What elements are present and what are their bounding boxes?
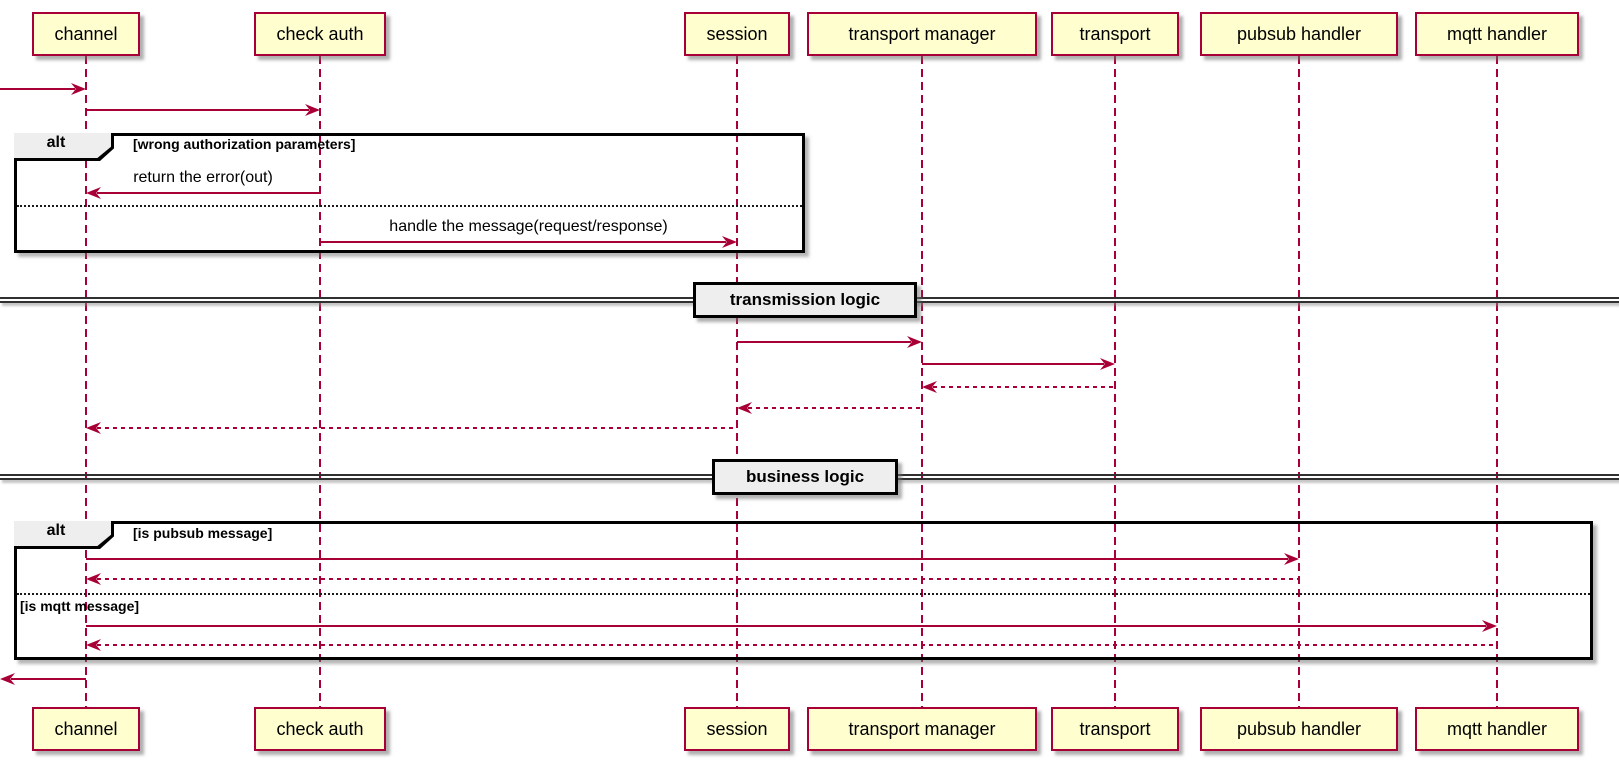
participant-top-transport: transport — [1051, 12, 1179, 56]
participant-label: channel — [54, 718, 118, 739]
participant-label: pubsub handler — [1236, 23, 1362, 44]
message-label: handle the message(request/response) — [389, 218, 668, 235]
alt-else-separator — [17, 205, 802, 207]
participant-top-check-auth: check auth — [254, 12, 386, 56]
participant-label: transport manager — [848, 718, 996, 739]
message-line — [320, 241, 726, 243]
message-line — [748, 407, 922, 409]
participant-top-mqtt-handler: mqtt handler — [1415, 12, 1579, 56]
message-line — [97, 427, 737, 429]
alt-operator-label: alt — [46, 134, 66, 151]
alt-operator-fill — [14, 133, 111, 158]
participant-top-session: session — [684, 12, 790, 56]
alt-else-separator — [17, 593, 1590, 595]
lifeline-channel — [85, 56, 87, 707]
participant-bottom-channel: channel — [32, 707, 140, 751]
participant-label: mqtt handler — [1446, 23, 1548, 44]
condition-label: [is pubsub message] — [133, 525, 273, 541]
message-line — [86, 558, 1288, 560]
condition-label: [wrong authorization parameters] — [133, 136, 356, 152]
alt-frame: alt [wrong authorization parameters] — [14, 133, 805, 253]
participant-bottom-pubsub-handler: pubsub handler — [1200, 707, 1398, 751]
participant-bottom-check-auth: check auth — [254, 707, 386, 751]
message-line — [0, 88, 75, 90]
lifeline-check-auth — [319, 56, 321, 707]
message-line — [97, 192, 320, 194]
message-line — [86, 625, 1486, 627]
divider-box: business logic — [712, 459, 898, 495]
lifeline-mqtt-handler — [1496, 56, 1498, 707]
alt-operator-label: alt — [46, 522, 66, 539]
alt-frame: alt [is pubsub message] [is mqtt message] — [14, 521, 1593, 660]
message-line — [737, 341, 911, 343]
lifeline-transport-manager — [921, 56, 923, 707]
message-line — [97, 644, 1497, 646]
alt-operator-pentagon: alt — [14, 521, 114, 549]
lifeline-pubsub-handler — [1298, 56, 1300, 707]
participant-label: mqtt handler — [1446, 718, 1548, 739]
divider-label: transmission logic — [729, 290, 881, 309]
participant-label: check auth — [276, 23, 364, 44]
message-line — [97, 578, 1299, 580]
message-label: return the error(out) — [133, 169, 273, 186]
condition-label: [is mqtt message] — [20, 598, 140, 614]
divider-label: business logic — [745, 467, 865, 486]
alt-operator-fill — [14, 521, 111, 546]
message-line — [86, 109, 309, 111]
lifeline-transport — [1114, 56, 1116, 707]
message-line — [922, 363, 1104, 365]
message-line — [933, 386, 1115, 388]
participant-label: check auth — [276, 718, 364, 739]
participant-label: channel — [54, 23, 118, 44]
participant-label: pubsub handler — [1236, 718, 1362, 739]
participant-top-transport-manager: transport manager — [807, 12, 1037, 56]
participant-top-pubsub-handler: pubsub handler — [1200, 12, 1398, 56]
participant-label: session — [706, 718, 768, 739]
participant-bottom-session: session — [684, 707, 790, 751]
lifeline-session — [736, 56, 738, 707]
participant-label: transport — [1079, 718, 1151, 739]
message-line — [11, 678, 86, 680]
participant-bottom-mqtt-handler: mqtt handler — [1415, 707, 1579, 751]
participant-bottom-transport: transport — [1051, 707, 1179, 751]
participant-top-channel: channel — [32, 12, 140, 56]
divider-box: transmission logic — [693, 282, 917, 318]
participant-label: transport — [1079, 23, 1151, 44]
alt-operator-pentagon: alt — [14, 133, 114, 161]
participant-label: session — [706, 23, 768, 44]
participant-label: transport manager — [848, 23, 996, 44]
participant-bottom-transport-manager: transport manager — [807, 707, 1037, 751]
